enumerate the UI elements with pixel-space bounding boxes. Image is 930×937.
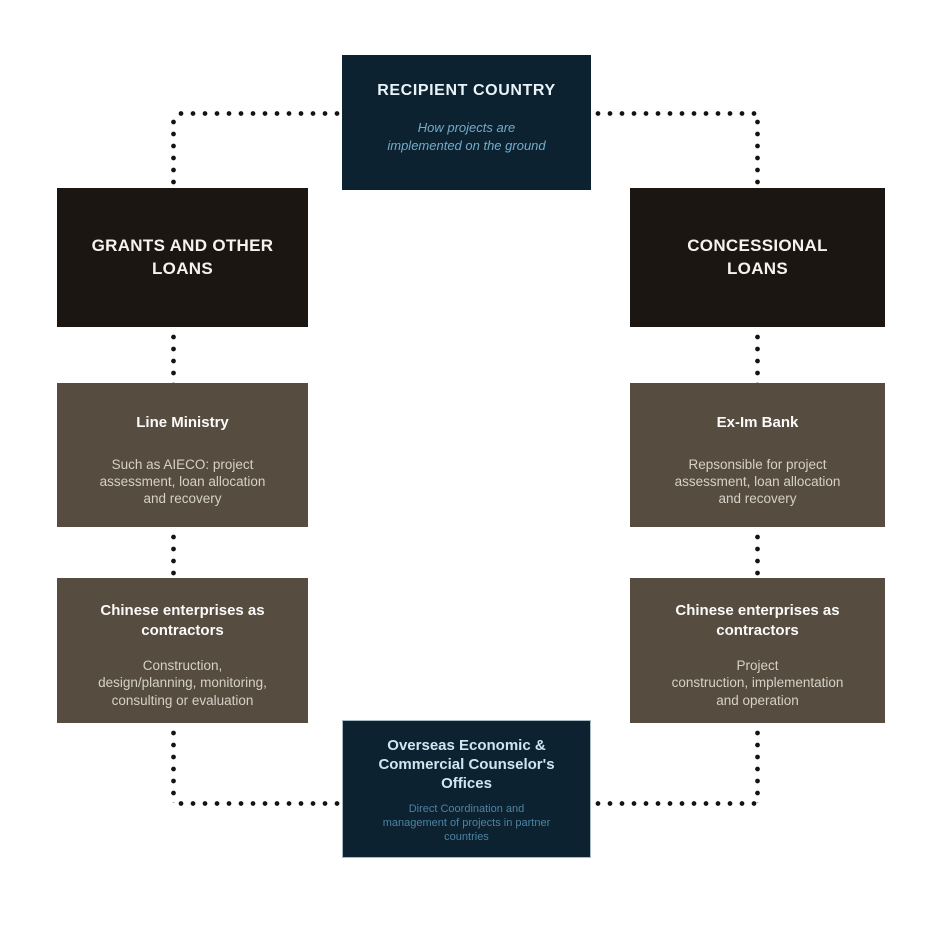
concessional-loans-box: CONCESSIONAL LOANS (630, 188, 885, 327)
connector-top-left-vertical (171, 116, 176, 188)
exim-bank-box: Ex-Im Bank Repsonsible for project asses… (630, 383, 885, 527)
recipient-country-title: RECIPIENT COUNTRY (377, 82, 556, 99)
exim-bank-subtitle: Repsonsible for project assessment, loan… (674, 456, 841, 507)
line-ministry-subtitle: Such as AIECO: project assessment, loan … (99, 456, 266, 507)
recipient-country-subtitle: How projects are implemented on the grou… (387, 120, 546, 153)
contractors-right-box: Chinese enterprises as contractors Proje… (630, 578, 885, 723)
contractors-right-subtitle: Project construction, implementation and… (671, 658, 844, 708)
contractors-left-subtitle: Construction, design/planning, monitorin… (98, 658, 267, 708)
connector-left-mid-2 (171, 531, 176, 578)
grants-loans-title: GRANTS AND OTHER LOANS (91, 235, 274, 278)
grants-loans-box: GRANTS AND OTHER LOANS (57, 188, 308, 327)
overseas-offices-box: Overseas Economic & Commercial Counselor… (342, 720, 591, 858)
overseas-offices-subtitle: Direct Coordination and management of pr… (382, 802, 551, 844)
connector-bottom-left-vertical (171, 727, 176, 803)
connector-top-right-vertical (755, 116, 760, 188)
connector-right-mid-1 (755, 331, 760, 383)
recipient-country-box: RECIPIENT COUNTRY How projects are imple… (342, 55, 591, 190)
line-ministry-box: Line Ministry Such as AIECO: project ass… (57, 383, 308, 527)
line-ministry-title: Line Ministry (136, 414, 229, 431)
contractors-left-box: Chinese enterprises as contractors Const… (57, 578, 308, 723)
overseas-offices-title: Overseas Economic & Commercial Counselor… (378, 737, 555, 793)
concessional-loans-title: CONCESSIONAL LOANS (687, 235, 828, 278)
connector-bottom-right-horizontal (592, 801, 758, 806)
connector-top-left-horizontal (175, 111, 342, 116)
connector-top-right-horizontal (592, 111, 758, 116)
connector-left-mid-1 (171, 331, 176, 383)
contractors-left-title: Chinese enterprises as contractors (100, 602, 265, 639)
connector-bottom-left-horizontal (175, 801, 340, 806)
connector-right-mid-2 (755, 531, 760, 578)
contractors-right-title: Chinese enterprises as contractors (675, 602, 840, 639)
exim-bank-title: Ex-Im Bank (716, 414, 799, 431)
connector-bottom-right-vertical (755, 727, 760, 803)
